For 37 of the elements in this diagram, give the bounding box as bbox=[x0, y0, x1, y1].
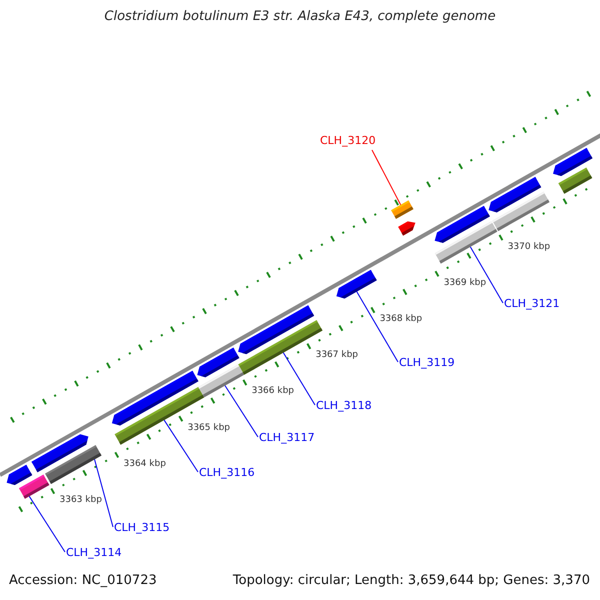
scale-label: 3367 kbp bbox=[316, 350, 358, 361]
scale-label: 3364 kbp bbox=[124, 458, 166, 470]
gene-label: CLH_3118 bbox=[316, 399, 372, 412]
leader-line bbox=[224, 385, 258, 438]
leader-line bbox=[372, 150, 402, 206]
gene-feature bbox=[19, 474, 50, 499]
scale-label: 3365 kbp bbox=[188, 422, 230, 434]
gene-label: CLH_3121 bbox=[504, 297, 560, 310]
leader-line bbox=[94, 458, 114, 528]
leader-line bbox=[28, 496, 66, 552]
gene-label: CLH_3115 bbox=[114, 521, 170, 534]
gene-feature bbox=[336, 270, 377, 298]
footer-text: Accession: NC_010723 bbox=[9, 573, 157, 589]
gene-feature bbox=[198, 364, 244, 398]
gene-feature bbox=[434, 206, 490, 243]
gene-label: CLH_3119 bbox=[399, 356, 455, 370]
leader-line bbox=[470, 246, 504, 304]
scale-label: 3363 kbp bbox=[60, 495, 102, 506]
gene-feature bbox=[553, 148, 592, 176]
scale-label: 3370 kbp bbox=[508, 242, 550, 252]
footer-text: Topology: circular; Length: 3,659,644 bp; Genes: 3,370 bbox=[232, 573, 590, 589]
gene-label: CLH_3116 bbox=[199, 466, 255, 480]
gene-feature bbox=[45, 445, 102, 484]
scale-label: 3368 kbp bbox=[380, 314, 422, 325]
scale-label: 3366 kbp bbox=[252, 386, 294, 398]
leader-line bbox=[164, 420, 198, 472]
gene-label: CLH_3114 bbox=[66, 546, 122, 560]
gene-feature bbox=[391, 200, 414, 219]
gene-label: CLH_3120 bbox=[320, 134, 376, 148]
gene-feature bbox=[488, 176, 542, 212]
gene-feature bbox=[6, 464, 32, 485]
leader-line bbox=[282, 352, 316, 406]
gene-feature bbox=[398, 221, 416, 236]
scale-label: 3369 kbp bbox=[444, 278, 486, 289]
gene-label: CLH_3117 bbox=[259, 431, 315, 444]
leader-line bbox=[356, 291, 398, 362]
title: Clostridium botulinum E3 str. Alaska E43, complete genome bbox=[103, 9, 497, 25]
